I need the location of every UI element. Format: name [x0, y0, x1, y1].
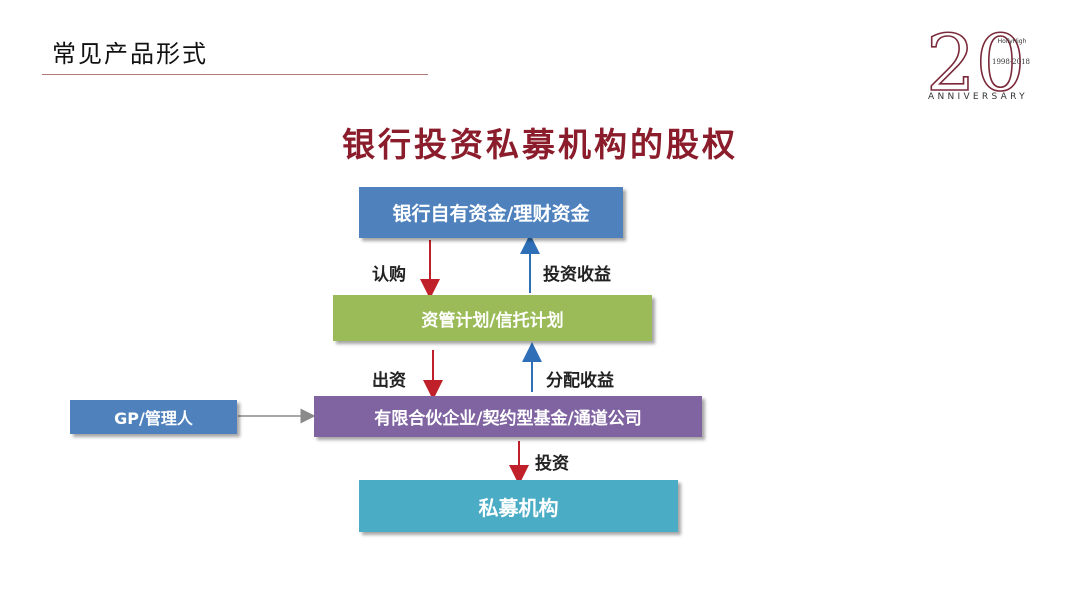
anniversary-logo: 20: [925, 18, 1026, 108]
node-partnership: 有限合伙企业/契约型基金/通道公司: [314, 396, 702, 437]
edge-label-investment-income: 投资收益: [543, 265, 611, 285]
node-asset-plan: 资管计划/信托计划: [333, 295, 652, 341]
logo-anniversary-text: ANNIVERSARY: [928, 92, 1028, 102]
diagram-title: 银行投资私募机构的股权: [342, 125, 738, 164]
section-title: 常见产品形式: [52, 40, 208, 68]
logo-brand-text: HollyHigh: [997, 38, 1027, 45]
title-divider: [42, 74, 428, 75]
node-gp-manager: GP/管理人: [70, 400, 237, 434]
logo-years-text: 1998-2018: [992, 58, 1030, 66]
edge-label-contribute: 出资: [372, 371, 406, 391]
edge-label-subscribe: 认购: [372, 265, 406, 285]
edge-label-invest: 投资: [535, 454, 569, 474]
node-bank-funds: 银行自有资金/理财资金: [359, 187, 623, 238]
edge-label-distribution-income: 分配收益: [546, 371, 614, 391]
node-private-equity: 私募机构: [359, 480, 678, 532]
logo-big-number: 20: [926, 19, 1025, 108]
